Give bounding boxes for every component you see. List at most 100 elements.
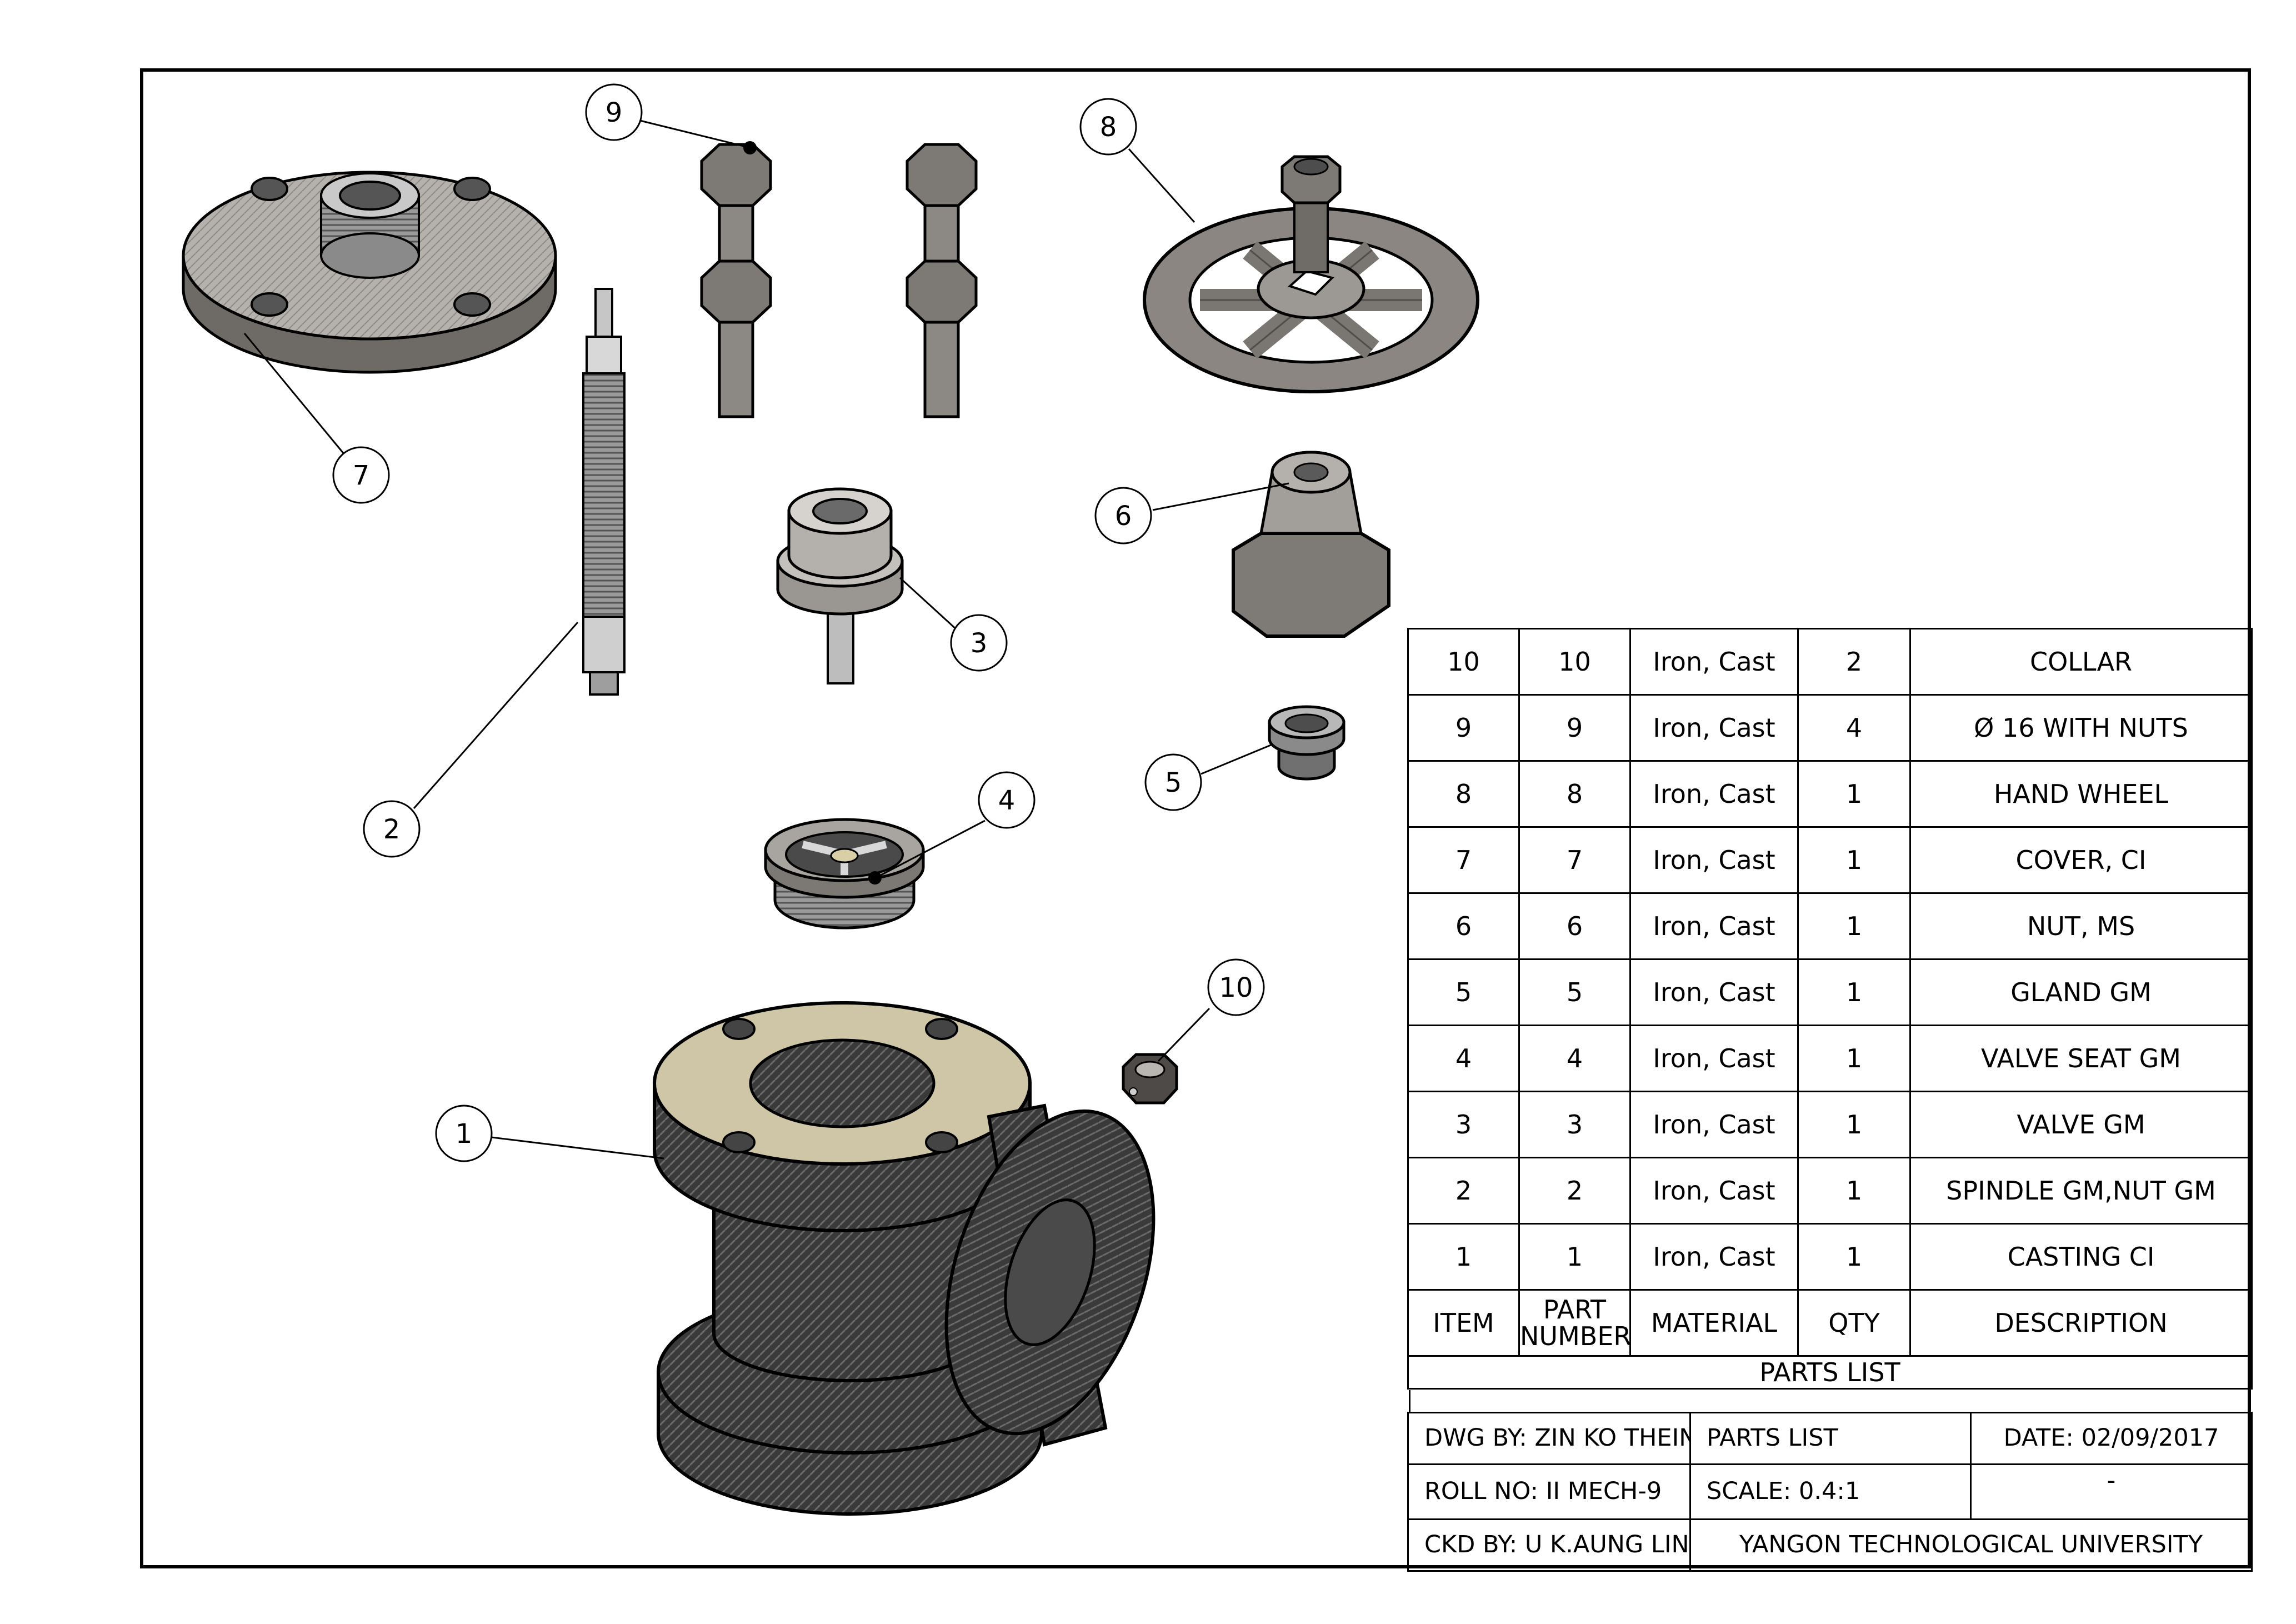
leader-dot-4 [868,871,882,885]
cell-item: 3 [1407,1091,1520,1158]
cell-item: 2 [1407,1157,1520,1225]
callout-7: 7 [332,446,390,504]
leader-line-6 [1152,482,1289,511]
callout-label-4: 4 [998,785,1016,816]
cell-description: VALVE GM [1909,1091,2253,1158]
cell-part-number: 4 [1518,1025,1631,1092]
cell-part-number: 10 [1518,628,1631,696]
leader-line-5 [1200,743,1273,775]
cell-description: COVER, CI [1909,826,2253,894]
cell-material: Iron, Cast [1629,760,1799,828]
callout-label-3: 3 [971,628,988,659]
cell-item: 10 [1407,628,1520,696]
dwg-by: DWG BY: ZIN KO THEIN [1407,1412,1691,1465]
callout-label-1: 1 [456,1118,473,1150]
cell-item: 8 [1407,760,1520,828]
cell-description: CASTING CI [1909,1223,2253,1291]
callout-label-9: 9 [606,97,623,128]
parts-list-title-row: PARTS LIST [1407,1355,2253,1390]
leader-line-10 [1157,1007,1210,1062]
drawing-title: PARTS LIST [1689,1412,1972,1465]
part-cover [182,171,557,374]
institution: YANGON TECHNOLOGICAL UNIVERSITY [1689,1518,2253,1572]
callout-3: 3 [950,614,1008,672]
cell-description: COLLAR [1909,628,2253,696]
table-spacer [1409,1390,2251,1412]
callout-8: 8 [1079,98,1137,156]
cell-material: Iron, Cast [1629,1025,1799,1092]
cell-qty: 1 [1797,958,1911,1026]
sheet-number: - [1970,1463,2253,1520]
callout-10: 10 [1207,958,1265,1016]
callout-5: 5 [1144,753,1202,811]
roll-no: ROLL NO: II MECH-9 [1407,1463,1691,1520]
cell-material: Iron, Cast [1629,892,1799,960]
cell-part-number: 5 [1518,958,1631,1026]
cell-item: 7 [1407,826,1520,894]
cell-material: Iron, Cast [1629,1223,1799,1291]
part-collar [1122,1053,1178,1105]
header-part-number-line-2: NUMBER [1520,1321,1630,1351]
callout-label-8: 8 [1100,112,1117,143]
cell-description: SPINDLE GM,NUT GM [1909,1157,2253,1225]
part-hand-wheel [1143,155,1479,393]
cell-item: 4 [1407,1025,1520,1092]
part-nut [1232,451,1390,638]
callout-label-2: 2 [383,814,401,845]
drawing-date: DATE: 02/09/2017 [1970,1412,2253,1465]
cell-part-number: 7 [1518,826,1631,894]
callout-label-5: 5 [1165,767,1182,798]
leader-dot-9 [743,141,757,154]
cell-part-number: 9 [1518,694,1631,762]
callout-9: 9 [585,83,643,141]
cell-item: 1 [1407,1223,1520,1291]
cell-description: VALVE SEAT GM [1909,1025,2253,1092]
cell-qty: 1 [1797,892,1911,960]
cell-qty: 1 [1797,760,1911,828]
cell-material: Iron, Cast [1629,1157,1799,1225]
callout-label-7: 7 [353,460,370,491]
part-bolts [700,143,978,418]
cell-qty: 1 [1797,1223,1911,1291]
cell-part-number: 3 [1518,1091,1631,1158]
part-valve [776,487,904,684]
part-gland [1268,705,1345,781]
title-block: DWG BY: ZIN KO THEIN PARTS LIST DATE: 02… [1407,1412,2253,1572]
header-description: DESCRIPTION [1909,1289,2253,1357]
callout-1: 1 [435,1105,493,1162]
header-item: ITEM [1407,1289,1520,1357]
cell-material: Iron, Cast [1629,628,1799,696]
cell-part-number: 8 [1518,760,1631,828]
leader-line-8 [1128,148,1195,223]
ckd-by: CKD BY: U K.AUNG LIN [1407,1518,1691,1572]
cell-qty: 2 [1797,628,1911,696]
header-material: MATERIAL [1629,1289,1799,1357]
cell-description: HAND WHEEL [1909,760,2253,828]
cell-qty: 1 [1797,1025,1911,1092]
cell-part-number: 1 [1518,1223,1631,1291]
leader-line-7 [243,333,346,455]
callout-4: 4 [978,771,1036,829]
callout-6: 6 [1094,487,1152,544]
cell-material: Iron, Cast [1629,694,1799,762]
cell-item: 5 [1407,958,1520,1026]
header-part-number-line-1: PART [1543,1294,1606,1325]
leader-lines [243,119,1289,1160]
leader-line-4 [877,820,986,878]
drawing-scale: SCALE: 0.4:1 [1689,1463,1972,1520]
cell-qty: 1 [1797,826,1911,894]
